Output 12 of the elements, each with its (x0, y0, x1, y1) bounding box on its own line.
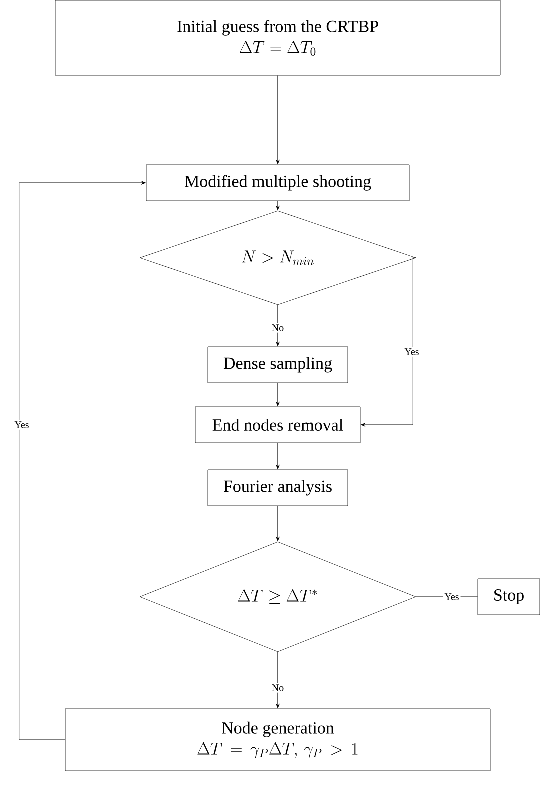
edge-label: No (270, 323, 286, 333)
process-box: Fourier analysis (208, 470, 348, 506)
edge-label: Yes (13, 420, 31, 430)
process-box: Initial guess from the CRTBP $\Delta T = \Delta T_0$ (55, 0, 501, 76)
process-box: End nodes removal (195, 406, 361, 444)
edge-label: No (270, 683, 286, 693)
process-box: Node generation $\Delta T\, =\, \gamma_P \Delta T,\, \gamma_P\, >\, 1$ (65, 708, 491, 772)
process-box: Dense sampling (208, 346, 348, 384)
edge-label: Yes (403, 347, 421, 357)
process-box: Modified multiple shooting (146, 164, 410, 202)
edge-label: Yes (443, 592, 461, 602)
process-box: Stop (478, 578, 540, 616)
